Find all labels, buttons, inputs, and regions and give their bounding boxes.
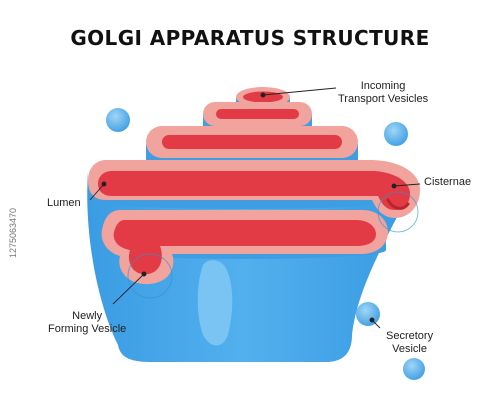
transport-vesicle-right xyxy=(384,122,408,146)
diagram-title: GOLGI APPARATUS STRUCTURE xyxy=(70,26,430,50)
leader-lines xyxy=(89,87,421,329)
watermark-id: 1275063470 xyxy=(8,207,18,258)
secretory-vesicle-attached xyxy=(356,302,380,326)
budding-vesicle-outline-left xyxy=(127,253,173,299)
secretory-vesicle-free xyxy=(403,358,425,380)
body-highlight xyxy=(197,260,233,346)
cisterna-4 xyxy=(88,160,420,218)
transport-vesicle-left xyxy=(106,108,130,132)
cisterna-5 xyxy=(100,210,388,285)
label-newly-forming-vesicle: Newly Forming Vesicle xyxy=(48,310,127,335)
budding-vesicle-outline-right xyxy=(377,191,419,233)
label-secretory-vesicle: Secretory Vesicle xyxy=(386,330,434,355)
label-lumen: Lumen xyxy=(47,197,81,209)
label-incoming-transport-vesicles: Incoming Transport Vesicles xyxy=(338,80,429,105)
label-cisternae: Cisternae xyxy=(424,176,472,188)
